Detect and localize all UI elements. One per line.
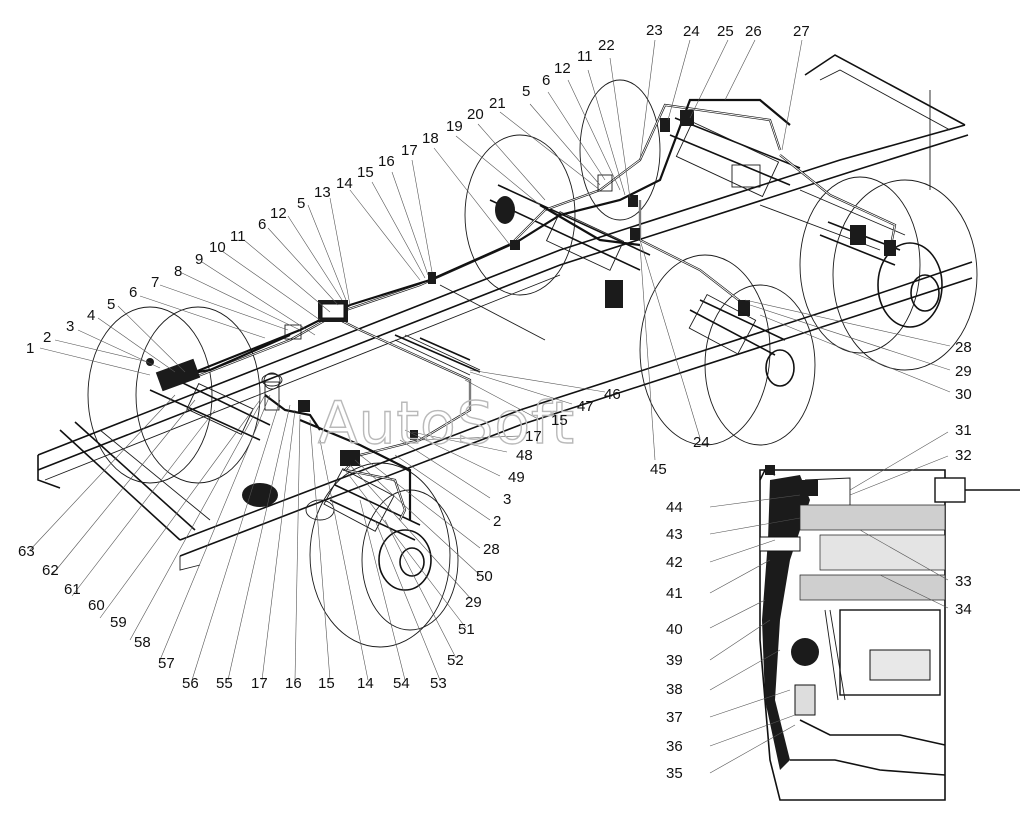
callout-label: 18: [422, 130, 439, 147]
callout-label: 31: [955, 422, 972, 439]
valves: [146, 110, 896, 532]
callout-label: 41: [666, 585, 683, 602]
callout-label: 45: [650, 461, 667, 478]
callout-label: 55: [216, 675, 233, 692]
callout-label: 7: [151, 274, 159, 291]
callout-numbers: 1 2 3 4 5 6 7 8 9 10 11 6 12 5 13 14 15 …: [18, 22, 972, 782]
callout-label: 5: [297, 195, 305, 212]
callout-label: 24: [683, 23, 700, 40]
callout-label: 35: [666, 765, 683, 782]
callout-label: 58: [134, 634, 151, 651]
callout-label: 5: [107, 296, 115, 313]
wheels: [87, 79, 978, 648]
callout-label: 12: [270, 205, 287, 222]
callout-label: 40: [666, 621, 683, 638]
callout-label: 54: [393, 675, 410, 692]
callout-label: 14: [336, 175, 353, 192]
callout-label: 32: [955, 447, 972, 464]
callout-label: 9: [195, 251, 203, 268]
callout-label: 2: [493, 513, 501, 530]
callout-label: 3: [503, 491, 511, 508]
callout-label: 17: [401, 142, 418, 159]
callout-label: 17: [525, 428, 542, 445]
callout-label: 4: [87, 307, 95, 324]
callout-label: 44: [666, 499, 683, 516]
inset-detail: [755, 465, 1020, 801]
callout-label: 1: [26, 340, 34, 357]
callout-label: 48: [516, 447, 533, 464]
callout-label: 15: [551, 412, 568, 429]
callout-label: 24: [693, 434, 710, 451]
callout-label: 6: [542, 72, 550, 89]
callout-label: 39: [666, 652, 683, 669]
callout-label: 5: [522, 83, 530, 100]
callout-label: 2: [43, 329, 51, 346]
callout-label: 29: [465, 594, 482, 611]
callout-label: 16: [378, 153, 395, 170]
callout-label: 47: [577, 398, 594, 415]
callout-label: 46: [604, 386, 621, 403]
callout-label: 13: [314, 184, 331, 201]
callout-label: 21: [489, 95, 506, 112]
callout-label: 33: [955, 573, 972, 590]
callout-label: 8: [174, 263, 182, 280]
callout-label: 3: [66, 318, 74, 335]
callout-label: 42: [666, 554, 683, 571]
callout-label: 30: [955, 386, 972, 403]
callout-label: 59: [110, 614, 127, 631]
callout-label: 34: [955, 601, 972, 618]
callout-label: 53: [430, 675, 447, 692]
callout-label: 61: [64, 581, 81, 598]
callout-label: 37: [666, 709, 683, 726]
callout-label: 60: [88, 597, 105, 614]
callout-label: 28: [483, 541, 500, 558]
callout-label: 15: [357, 164, 374, 181]
callout-label: 62: [42, 562, 59, 579]
callout-label: 49: [508, 469, 525, 486]
callout-label: 22: [598, 37, 615, 54]
callout-label: 23: [646, 22, 663, 39]
callout-label: 52: [447, 652, 464, 669]
callout-label: 20: [467, 106, 484, 123]
callout-label: 38: [666, 681, 683, 698]
callout-label: 26: [745, 23, 762, 40]
callout-label: 19: [446, 118, 463, 135]
callout-label: 29: [955, 363, 972, 380]
callout-label: 15: [318, 675, 335, 692]
callout-label: 6: [129, 284, 137, 301]
callout-label: 14: [357, 675, 374, 692]
leader-lines: [29, 39, 951, 681]
callout-label: 27: [793, 23, 810, 40]
callout-label: 25: [717, 23, 734, 40]
callout-label: 56: [182, 675, 199, 692]
callout-label: 43: [666, 526, 683, 543]
watermark: AutoSoft: [318, 389, 575, 457]
callout-label: 10: [209, 239, 226, 256]
callout-label: 36: [666, 738, 683, 755]
callout-label: 50: [476, 568, 493, 585]
callout-label: 17: [251, 675, 268, 692]
callout-label: 6: [258, 216, 266, 233]
callout-label: 12: [554, 60, 571, 77]
callout-label: 11: [230, 228, 246, 245]
callout-label: 28: [955, 339, 972, 356]
callout-label: 11: [577, 48, 593, 65]
callout-label: 63: [18, 543, 35, 560]
inset-leader-lines: [709, 431, 949, 774]
callout-label: 16: [285, 675, 302, 692]
callout-label: 51: [458, 621, 475, 638]
callout-label: 57: [158, 655, 175, 672]
